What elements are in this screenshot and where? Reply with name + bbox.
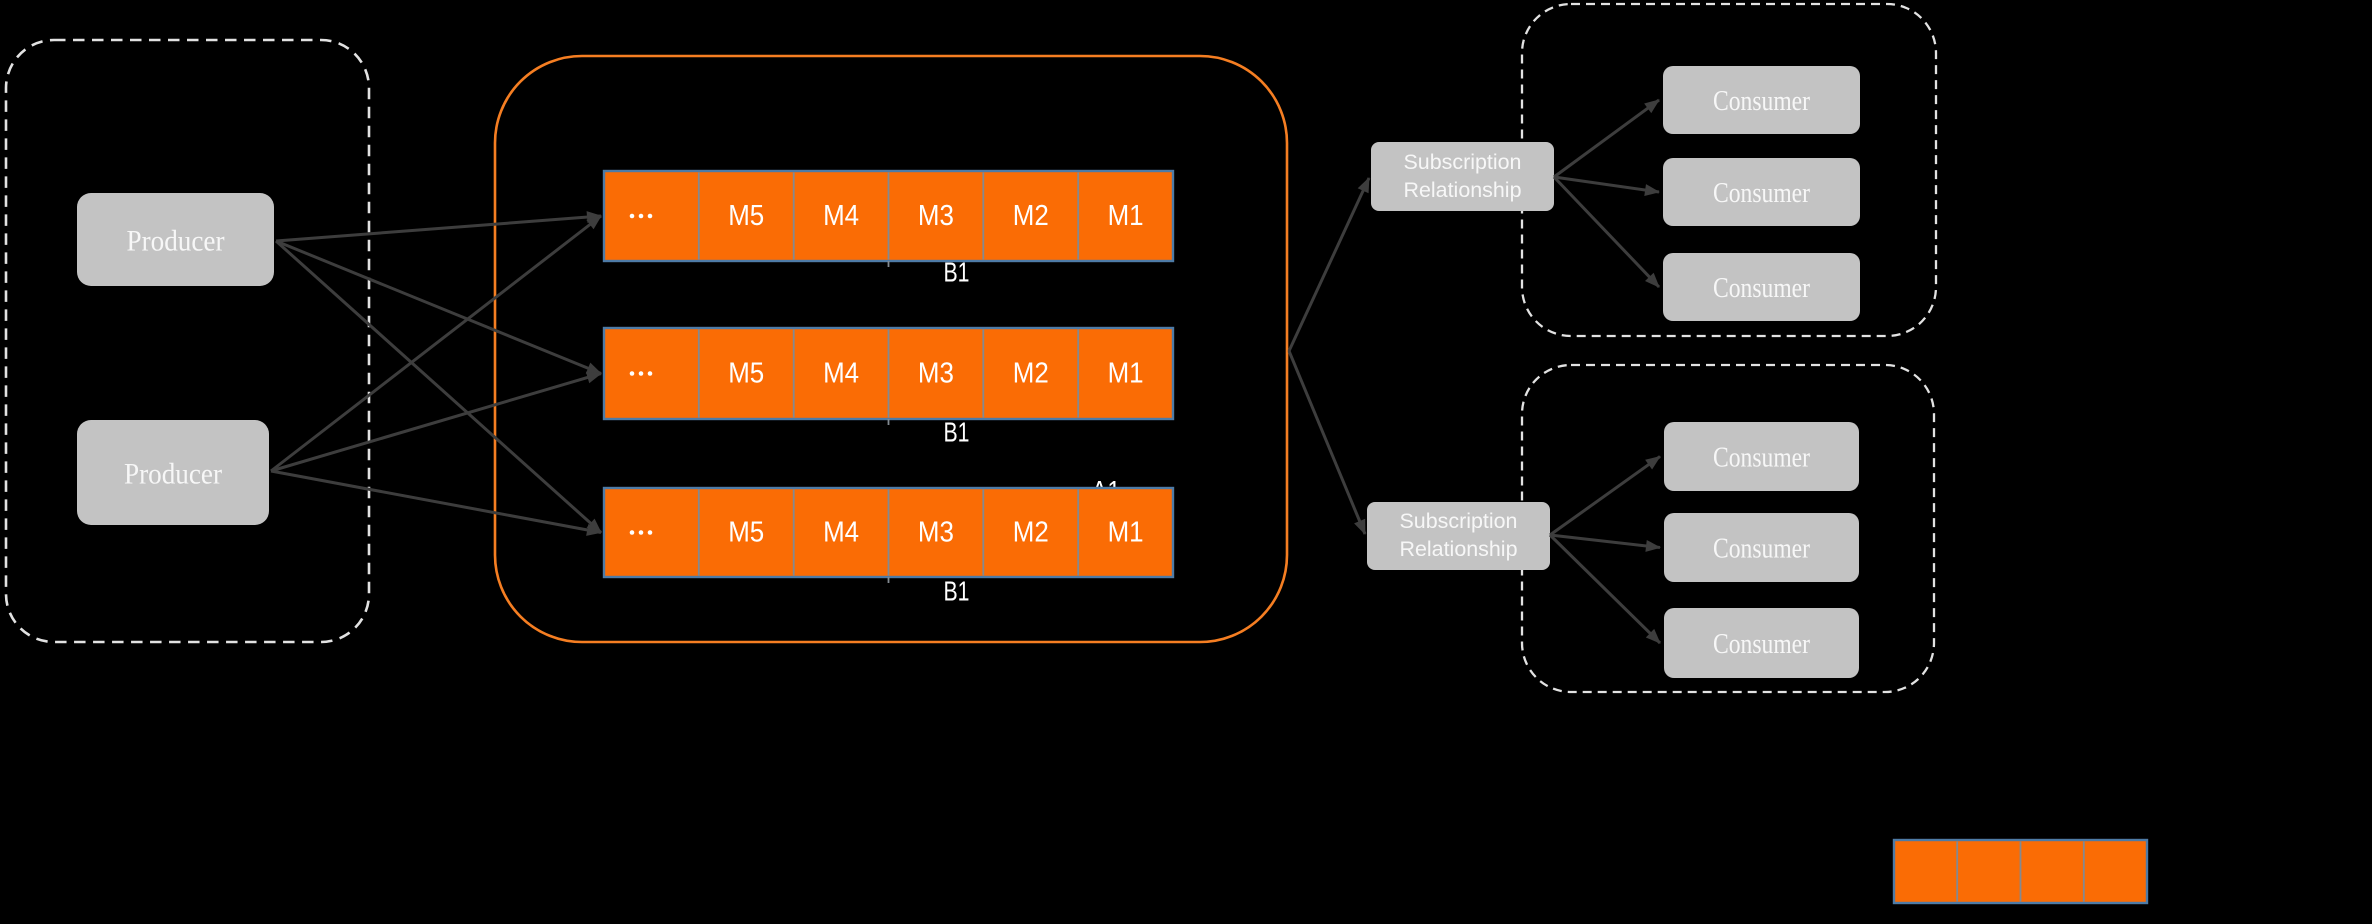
svg-text:M5: M5 [728,358,764,390]
svg-text:B1: B1 [944,257,970,288]
svg-text:Subscription: Subscription [1404,150,1522,174]
svg-text:M1: M1 [1108,200,1144,232]
svg-text:Consumer: Consumer [1713,628,1810,660]
svg-text:M2: M2 [1013,358,1049,390]
svg-text:Consumer: Consumer [1713,533,1810,565]
svg-text:M1: M1 [1108,358,1144,390]
svg-text:Consumer: Consumer [1713,442,1810,474]
svg-text:Consumer: Consumer [1713,85,1810,117]
svg-text:B1: B1 [944,417,970,448]
svg-text:Consumer: Consumer [1713,177,1810,209]
svg-text:M1: M1 [1108,517,1144,549]
svg-text:Consumer: Consumer [1713,272,1810,304]
svg-text:Relationship: Relationship [1400,537,1518,561]
svg-text:M2: M2 [1013,517,1049,549]
svg-text:M3: M3 [918,358,954,390]
svg-text:M2: M2 [1013,200,1049,232]
svg-text:M3: M3 [918,517,954,549]
svg-text:M4: M4 [823,517,859,549]
svg-text:B1: B1 [944,576,970,607]
svg-text:M5: M5 [728,517,764,549]
svg-text:Relationship: Relationship [1404,178,1522,202]
svg-text:Subscription: Subscription [1400,509,1518,533]
svg-text:M4: M4 [823,358,859,390]
svg-text:M5: M5 [728,200,764,232]
svg-text:Producer: Producer [127,225,225,258]
svg-text:M3: M3 [918,200,954,232]
svg-text:Producer: Producer [124,458,222,491]
svg-text:M4: M4 [823,200,859,232]
